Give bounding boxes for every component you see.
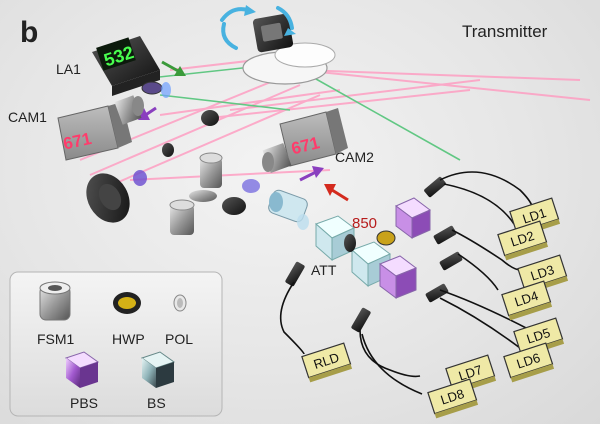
polarizing-beam-splitter-cube: [378, 255, 418, 299]
legend-pbs: PBS: [70, 395, 98, 411]
diode-tag-label: LD5: [525, 325, 552, 347]
collimator-tube: [268, 189, 308, 223]
steering-mirror-assembly: [242, 13, 336, 85]
diode-tag-ld2: LD2: [497, 220, 549, 261]
lens: [201, 110, 219, 126]
small-optic: [162, 143, 174, 157]
lens-cylinder: [169, 199, 195, 235]
rotation-arrowhead-icon: [244, 5, 256, 16]
mirror: [242, 179, 260, 193]
diode-tag-label: LD3: [529, 262, 556, 284]
mirror: [222, 197, 246, 215]
lens-cylinder: [199, 152, 223, 188]
diode-tag-label: LD1: [521, 205, 548, 227]
diode-tag-ld8: LD8: [427, 378, 479, 419]
legend-box: FSM1 HWP POL PBS BS: [9, 271, 223, 417]
legend-hwp: HWP: [112, 331, 145, 347]
pol-legend-icon: [173, 294, 187, 312]
beam-splitter-cube: [315, 215, 355, 262]
lens-element: [189, 190, 217, 202]
purple-direction-arrow-icon: [299, 166, 324, 182]
bs-legend-icon: [140, 351, 176, 388]
diode-tag-label: LD4: [513, 288, 540, 310]
polarizer: [133, 170, 147, 186]
fiber-connectors: [285, 176, 463, 333]
waveplate: [297, 214, 309, 230]
half-wave-plate: [376, 230, 396, 246]
diode-tag-label: LD2: [509, 228, 536, 250]
red-direction-arrow-icon: [324, 184, 349, 202]
green-direction-arrow-icon: [161, 60, 186, 76]
panel-letter: b: [20, 16, 38, 49]
rotation-arrowhead-icon: [284, 28, 296, 36]
diode-tag-label: LD7: [457, 362, 484, 384]
legend-pol: POL: [165, 331, 193, 347]
cam2-label: CAM2: [335, 149, 374, 165]
laser-la1: 532: [92, 36, 171, 98]
la1-label: LA1: [56, 61, 81, 77]
diode-tag-rld: RLD: [301, 342, 353, 383]
legend-fsm1: FSM1: [37, 331, 75, 347]
hwp-legend-icon: [113, 292, 141, 314]
diagram-title: Transmitter: [462, 22, 548, 41]
attenuator: [344, 234, 356, 252]
att-label: ATT: [311, 262, 337, 278]
wavelength-850-label: 850: [352, 215, 377, 232]
polarizing-beam-splitter-cube: [395, 197, 431, 239]
diode-tag-label: LD8: [439, 386, 466, 408]
legend-bs: BS: [147, 395, 166, 411]
diode-tag-ld6: LD6: [503, 342, 555, 383]
pbs-legend-icon: [64, 351, 100, 388]
diode-tag-label: LD6: [515, 350, 542, 372]
fsm1-legend-icon: [39, 281, 71, 321]
camera-cam1: 671: [57, 95, 144, 161]
diode-tag-ld4: LD4: [501, 280, 553, 321]
camera-cam2: 671: [262, 108, 348, 174]
cam1-label: CAM1: [8, 109, 47, 125]
diode-tag-ld7: LD7: [445, 354, 497, 395]
mirror-mount-left: [86, 173, 130, 223]
